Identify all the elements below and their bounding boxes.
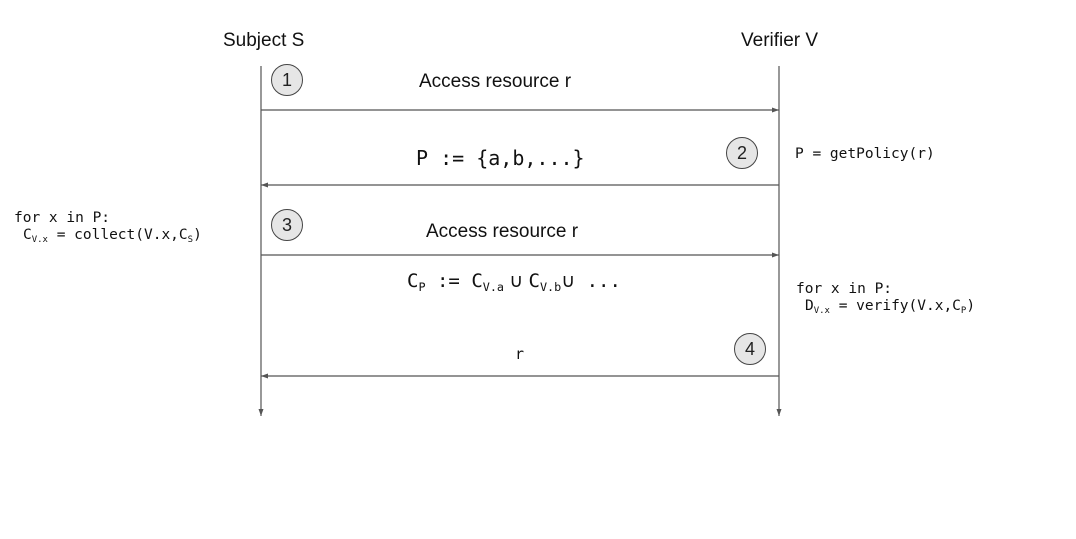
step-1-badge: 1 [271, 64, 303, 96]
formula-c-3: C [528, 270, 540, 292]
verifier-loop-line: for x in P: [796, 281, 893, 297]
formula-union-1: ∪ [504, 271, 529, 292]
verifier-verify-lhs: D [805, 298, 814, 314]
verifier-verify-sub: V.x [813, 306, 830, 317]
subject-title: Subject S [223, 30, 305, 51]
subject-collect-sub2: S [187, 235, 194, 246]
subject-loop-note: for x in P: CV.x = collect(V.x,CS) [14, 210, 202, 246]
message-label-2: P := {a,b,...} [416, 146, 585, 170]
subject-collect-sub: V.x [31, 235, 48, 246]
message-label-3: Access resource r [426, 221, 579, 242]
formula-sub-vb: V.b [539, 280, 562, 295]
formula-sub-p: P [418, 280, 426, 295]
subject-collect-end: ) [193, 227, 202, 243]
formula-c-2: C [471, 270, 483, 292]
verifier-verify-end: ) [966, 298, 976, 314]
verifier-loop-note: for x in P: DV.x = verify(V.x,CP) [796, 281, 976, 317]
step-2-badge: 2 [726, 137, 758, 169]
subject-loop-line: for x in P: [14, 210, 111, 226]
subject-collect-lhs: C [23, 227, 32, 243]
union-formula: CP := CV.a ∪ CV.b∪ ... [407, 270, 621, 293]
verifier-title: Verifier V [741, 30, 819, 51]
formula-c: C [407, 270, 419, 292]
formula-assign: := [425, 270, 472, 292]
formula-union-2: ∪ [561, 271, 576, 292]
subject-collect-mid: = collect(V.x,C [47, 227, 188, 243]
subject-collect-line: CV.x = collect(V.x,CS) [14, 227, 202, 246]
policy-note: P = getPolicy(r) [795, 146, 935, 162]
formula-ellipsis: ... [575, 270, 621, 292]
verifier-verify-sub2: P [960, 306, 967, 317]
step-3-badge: 3 [271, 209, 303, 241]
step-4-badge: 4 [734, 333, 766, 365]
message-label-4: r [515, 345, 525, 363]
verifier-verify-line: DV.x = verify(V.x,CP) [796, 298, 976, 317]
message-label-1: Access resource r [419, 71, 572, 92]
verifier-verify-mid: = verify(V.x,C [829, 298, 961, 314]
formula-sub-va: V.a [482, 280, 505, 295]
